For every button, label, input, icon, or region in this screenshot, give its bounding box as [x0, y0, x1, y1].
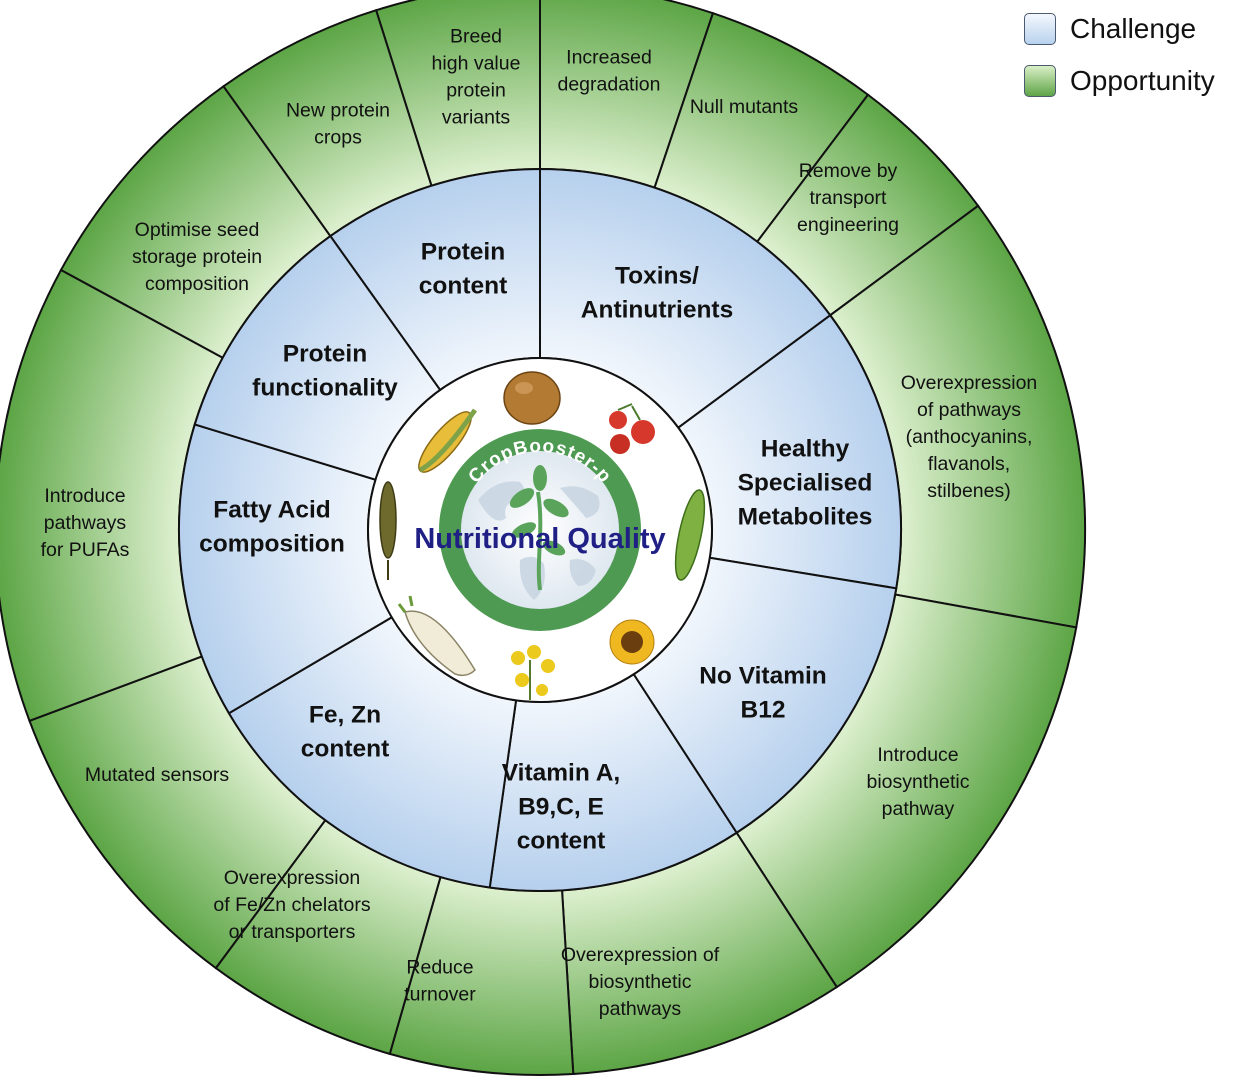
legend-label-challenge: Challenge [1070, 13, 1197, 44]
opportunity-label-line: engineering [797, 214, 899, 236]
challenge-label-line: Vitamin A, [502, 760, 620, 787]
challenge-label-line: functionality [252, 375, 398, 402]
opportunity-label-line: pathways [599, 998, 682, 1020]
opportunity-label-line: Optimise seed [135, 219, 260, 241]
center-title: Nutritional Quality [414, 523, 665, 555]
opportunity-label-line: stilbenes) [927, 480, 1010, 502]
challenge-label-1: Protein content [419, 239, 507, 300]
opportunity-label-5: Overexpression of pathways (anthocyanins, f… [901, 372, 1038, 502]
legend: Challenge Opportunity [1024, 10, 1239, 100]
challenge-label-6: Fe, Zn content [301, 702, 389, 763]
challenge-label-line: Fe, Zn [309, 702, 381, 729]
opportunity-label-line: Overexpression of [561, 944, 720, 966]
yellow-flower-icon [511, 645, 555, 700]
opportunity-label-line: composition [145, 273, 249, 295]
opportunity-label-line: (anthocyanins, [906, 426, 1033, 448]
opportunity-label-line: variants [442, 106, 511, 128]
challenge-label-line: Healthy [761, 436, 850, 463]
opportunity-label-line: Null mutants [690, 96, 799, 118]
opportunity-label-line: transport [810, 187, 888, 209]
potato-icon [503, 371, 561, 425]
opportunity-label-line: turnover [404, 983, 476, 1005]
green-ring-logo [439, 429, 641, 631]
legend-label-opportunity: Opportunity [1070, 65, 1215, 96]
challenge-swatch [1024, 13, 1056, 45]
opportunity-label-line: flavanols, [928, 453, 1010, 475]
opportunity-label-line: of pathways [917, 399, 1021, 421]
opportunity-label-8: Reduce turnover [404, 956, 476, 1005]
wheat-ear-icon [379, 481, 397, 580]
opportunity-label-line: Overexpression [224, 867, 361, 889]
challenge-label-line: content [517, 828, 605, 855]
opportunity-label-line: Remove by [799, 160, 898, 182]
challenge-label-line: Antinutrients [581, 297, 733, 324]
challenge-label-line: No Vitamin [699, 663, 827, 690]
opportunity-label-line: biosynthetic [589, 971, 692, 993]
challenge-label-line: Specialised [738, 470, 873, 497]
challenge-label-line: content [419, 273, 507, 300]
challenge-label-line: composition [199, 531, 345, 558]
pea-pod-icon [674, 489, 706, 581]
leaf-sprout-icon [509, 465, 569, 591]
parsnip-root-icon [397, 595, 476, 677]
opportunity-label-2: Increased degradation [557, 46, 660, 95]
opportunity-label-line: Increased [566, 46, 652, 68]
segment-labels: Breed high value protein variants Increased d… [41, 25, 1038, 1020]
legend-item-opportunity: Opportunity [1024, 62, 1215, 100]
opportunity-label-line: biosynthetic [867, 771, 970, 793]
opportunity-label-line: Breed [450, 25, 502, 47]
opportunity-label-13: New protein crops [286, 99, 390, 148]
tomato-icon [609, 403, 655, 454]
center-hub: CropBooster-p Nutritional Quality [367, 357, 713, 703]
opportunity-label-line: protein [446, 79, 506, 101]
challenge-label-8: Protein functionality [252, 341, 398, 402]
challenge-label-line: Protein [421, 239, 505, 266]
challenge-label-2: Toxins/Antinutrients [581, 263, 733, 324]
opportunity-label-line: New protein [286, 99, 390, 121]
opportunity-label-line: Introduce [44, 485, 125, 507]
legend-item-challenge: Challenge [1024, 10, 1196, 48]
opportunity-label-line: pathway [882, 798, 955, 820]
opportunity-label-line: Mutated sensors [85, 764, 229, 786]
challenge-label-line: B9,C, E [518, 794, 604, 821]
challenge-label-5: Vitamin A, B9,C, E content [502, 760, 620, 855]
opportunity-label-line: Introduce [877, 744, 958, 766]
opportunity-label-line: for PUFAs [41, 539, 130, 561]
maize-cob-icon [418, 408, 478, 473]
opportunity-label-line: high value [432, 52, 521, 74]
opportunity-label-line: Overexpression [901, 372, 1038, 394]
opportunity-label-3: Null mutants [690, 96, 799, 118]
opportunity-label-line: pathways [44, 512, 127, 534]
challenge-label-line: content [301, 736, 389, 763]
opportunity-label-line: degradation [557, 73, 660, 95]
opportunity-label-line: of Fe/Zn chelators [213, 894, 370, 916]
opportunity-label-6: Introduce biosynthetic pathway [867, 744, 970, 820]
opportunity-label-11: Introduce pathways for PUFAs [41, 485, 130, 561]
challenge-label-line: B12 [741, 697, 786, 724]
challenge-label-7: Fatty Acid composition [199, 497, 345, 558]
opportunity-label-7: Overexpression of biosynthetic pathways [561, 944, 720, 1020]
opportunity-ring [0, 0, 1087, 1076]
opportunity-swatch [1024, 65, 1056, 97]
opportunity-label-1: Breed high value protein variants [432, 25, 521, 128]
opportunity-label-line: or transporters [229, 921, 356, 943]
challenge-label-line: Metabolites [738, 504, 873, 531]
challenge-label-line: Protein [283, 341, 367, 368]
opportunity-label-line: storage protein [132, 246, 262, 268]
challenge-ring [178, 167, 902, 892]
challenge-label-line: Toxins/ [615, 263, 699, 290]
opportunity-label-line: crops [314, 126, 362, 148]
opportunity-label-9: Overexpression of Fe/Zn chelators or trans… [213, 867, 370, 943]
challenge-label-line: Fatty Acid [213, 497, 331, 524]
sunflower-icon [609, 619, 655, 665]
opportunity-label-10: Mutated sensors [85, 764, 229, 786]
opportunity-label-line: Reduce [406, 956, 473, 978]
opportunity-label-12: Optimise seed storage protein composition [132, 219, 262, 295]
opportunity-label-4: Remove by transport engineering [797, 160, 899, 236]
